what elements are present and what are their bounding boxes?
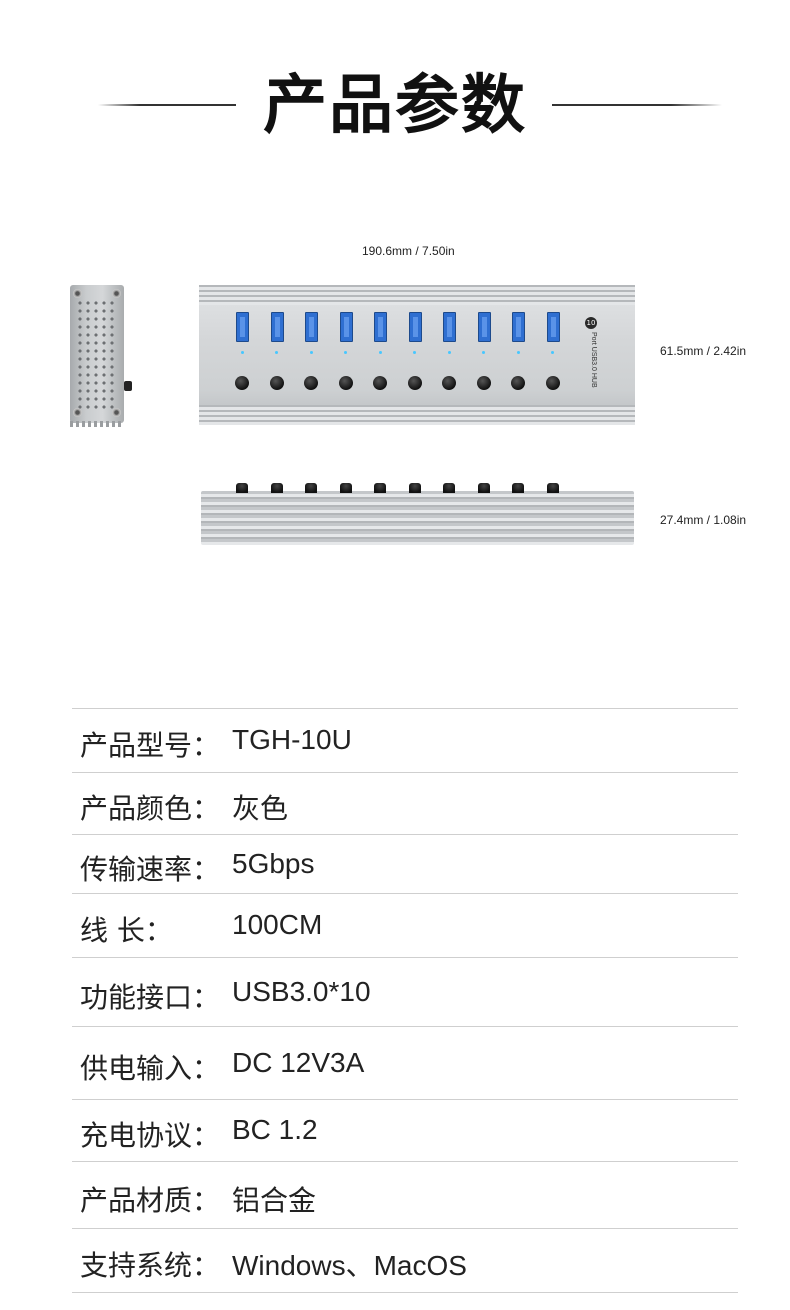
usb-port — [305, 312, 318, 342]
section-title: 产品参数 — [0, 62, 790, 152]
usb-port — [546, 312, 560, 342]
top-switch-knob — [270, 483, 283, 493]
port-count-badge: 10 — [585, 317, 597, 329]
spec-value: Windows、MacOS — [232, 1250, 467, 1281]
spec-table-bottom-border — [72, 1292, 738, 1293]
vent-holes — [76, 299, 118, 409]
spec-row: 功能接口： USB3.0*10 — [72, 957, 738, 1027]
title-divider-right — [552, 104, 722, 106]
product-side-view — [70, 285, 132, 427]
port-led — [240, 351, 244, 354]
port-switch-button — [269, 376, 284, 390]
spec-label: 传输速率： — [80, 852, 221, 886]
title-divider-left — [98, 104, 236, 106]
port-led — [447, 351, 451, 354]
spec-value: 5Gbps — [232, 847, 315, 879]
top-switch-knob — [305, 483, 317, 493]
spec-row: 线 长： 100CM — [72, 893, 738, 958]
page-title: 产品参数 — [263, 69, 527, 143]
port-led — [551, 351, 554, 354]
spec-row: 产品材质： 铝合金 — [72, 1161, 738, 1229]
port-switch-button — [235, 376, 249, 390]
spec-value: 铝合金 — [232, 1184, 317, 1216]
spec-value: DC 12V3A — [232, 1046, 365, 1078]
port-led — [344, 351, 347, 354]
port-switch-button — [476, 376, 491, 390]
usb-port — [512, 312, 525, 342]
spec-label: 产品材质： — [80, 1183, 221, 1217]
top-switch-knob — [512, 483, 524, 493]
power-switch — [124, 381, 132, 391]
port-switch-button — [442, 376, 456, 390]
spec-label: 充电协议： — [80, 1119, 221, 1152]
screw-icon — [112, 408, 121, 417]
port-switch-button — [511, 376, 525, 390]
usb-port — [270, 312, 284, 342]
top-switch-knob — [236, 483, 248, 493]
spec-value: USB3.0*10 — [232, 975, 371, 1007]
spec-label: 线 长： — [80, 914, 173, 947]
spec-row: 支持系统： Windows、MacOS — [72, 1228, 738, 1293]
screw-icon — [112, 289, 121, 298]
top-switch-knob — [339, 483, 352, 493]
usb-port — [477, 312, 491, 342]
spec-label: 供电输入： — [80, 1051, 221, 1085]
spec-row: 供电输入： DC 12V3A — [72, 1026, 738, 1100]
front-rail-top — [199, 285, 635, 305]
product-front-view: 10 Port USB3.0 HUB — [199, 285, 635, 425]
port-led — [516, 351, 520, 354]
top-switch-knob — [408, 483, 421, 493]
spec-value: TGH-10U — [232, 724, 352, 755]
usb-port — [236, 312, 249, 342]
spec-label: 支持系统： — [80, 1249, 221, 1282]
screw-icon — [73, 408, 82, 417]
port-switch-button — [407, 376, 422, 390]
spec-value: BC 1.2 — [232, 1114, 318, 1145]
port-switch-button — [373, 376, 387, 390]
product-label: Port USB3.0 HUB — [590, 332, 597, 388]
spec-label: 功能接口： — [80, 980, 221, 1014]
spec-row: 充电协议： BC 1.2 — [72, 1099, 738, 1162]
spec-label: 产品型号： — [80, 729, 221, 762]
spec-row: 产品型号： TGH-10U — [72, 708, 738, 773]
port-led — [378, 351, 382, 354]
spec-value: 灰色 — [232, 793, 289, 824]
top-switch-knob — [443, 483, 455, 493]
usb-port — [443, 312, 456, 342]
spec-row: 产品颜色： 灰色 — [72, 772, 738, 835]
top-switch-knob — [546, 483, 559, 493]
depth-dimension-label: 27.4mm / 1.08in — [660, 513, 747, 527]
screw-icon — [73, 289, 82, 298]
port-switch-button — [304, 376, 318, 390]
top-switch-knob — [477, 483, 490, 493]
port-switch-button — [338, 376, 353, 390]
port-switch-button — [545, 376, 560, 390]
port-led — [482, 351, 485, 354]
port-led — [309, 351, 313, 354]
width-dimension-label: 190.6mm / 7.50in — [362, 244, 455, 258]
spec-row: 传输速率： 5Gbps — [72, 834, 738, 894]
top-switch-knob — [374, 483, 386, 493]
front-rail-bottom — [199, 405, 635, 425]
usb-port — [408, 312, 422, 342]
port-led — [275, 351, 278, 354]
spec-value: 100CM — [232, 909, 323, 940]
usb-port — [339, 312, 353, 342]
usb-port — [374, 312, 387, 342]
product-top-view — [201, 491, 634, 545]
height-dimension-label: 61.5mm / 2.42in — [660, 344, 747, 358]
spec-label: 产品颜色： — [80, 792, 221, 825]
heat-fins — [70, 421, 124, 427]
port-led — [413, 351, 416, 354]
